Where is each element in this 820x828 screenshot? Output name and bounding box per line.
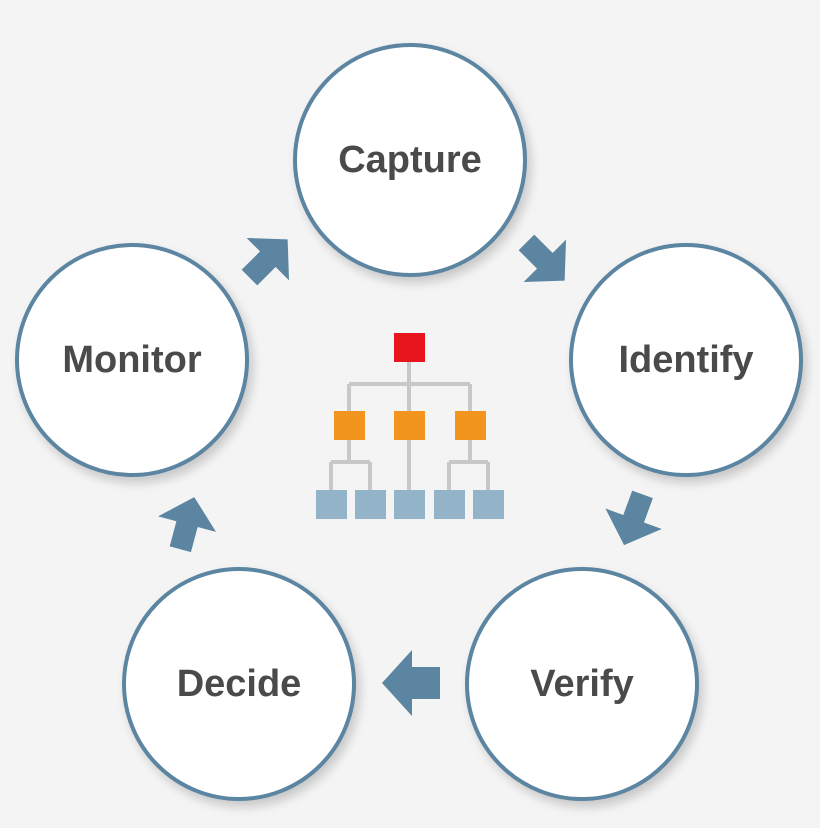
step-identify-circle: Identify: [569, 243, 803, 477]
step-capture-label: Capture: [338, 138, 482, 181]
arrow-identify-to-verify-icon: [605, 490, 662, 546]
hierarchy-leaf-node: [473, 490, 504, 519]
step-verify-label: Verify: [530, 662, 634, 705]
hierarchy-root-node: [394, 333, 425, 362]
hierarchy-mid-node: [394, 411, 425, 440]
hierarchy-leaf-node: [394, 490, 425, 519]
hierarchy-leaf-node: [316, 490, 347, 519]
arrow-monitor-to-capture-icon: [241, 237, 290, 286]
step-verify-circle: Verify: [465, 567, 699, 801]
arrow-capture-to-identify-icon: [518, 234, 567, 283]
step-monitor-circle: Monitor: [15, 243, 249, 477]
hierarchy-leaf-node: [434, 490, 465, 519]
hierarchy-leaf-node: [355, 490, 386, 519]
step-decide-circle: Decide: [122, 567, 356, 801]
hierarchy-mid-node: [455, 411, 486, 440]
step-identify-label: Identify: [618, 338, 754, 381]
arrow-verify-to-decide-icon: [382, 650, 440, 716]
step-decide-label: Decide: [176, 662, 302, 705]
hierarchy-mid-node: [334, 411, 365, 440]
arrow-decide-to-monitor-icon: [158, 497, 217, 553]
step-capture-circle: Capture: [293, 43, 527, 277]
step-monitor-label: Monitor: [62, 338, 202, 381]
